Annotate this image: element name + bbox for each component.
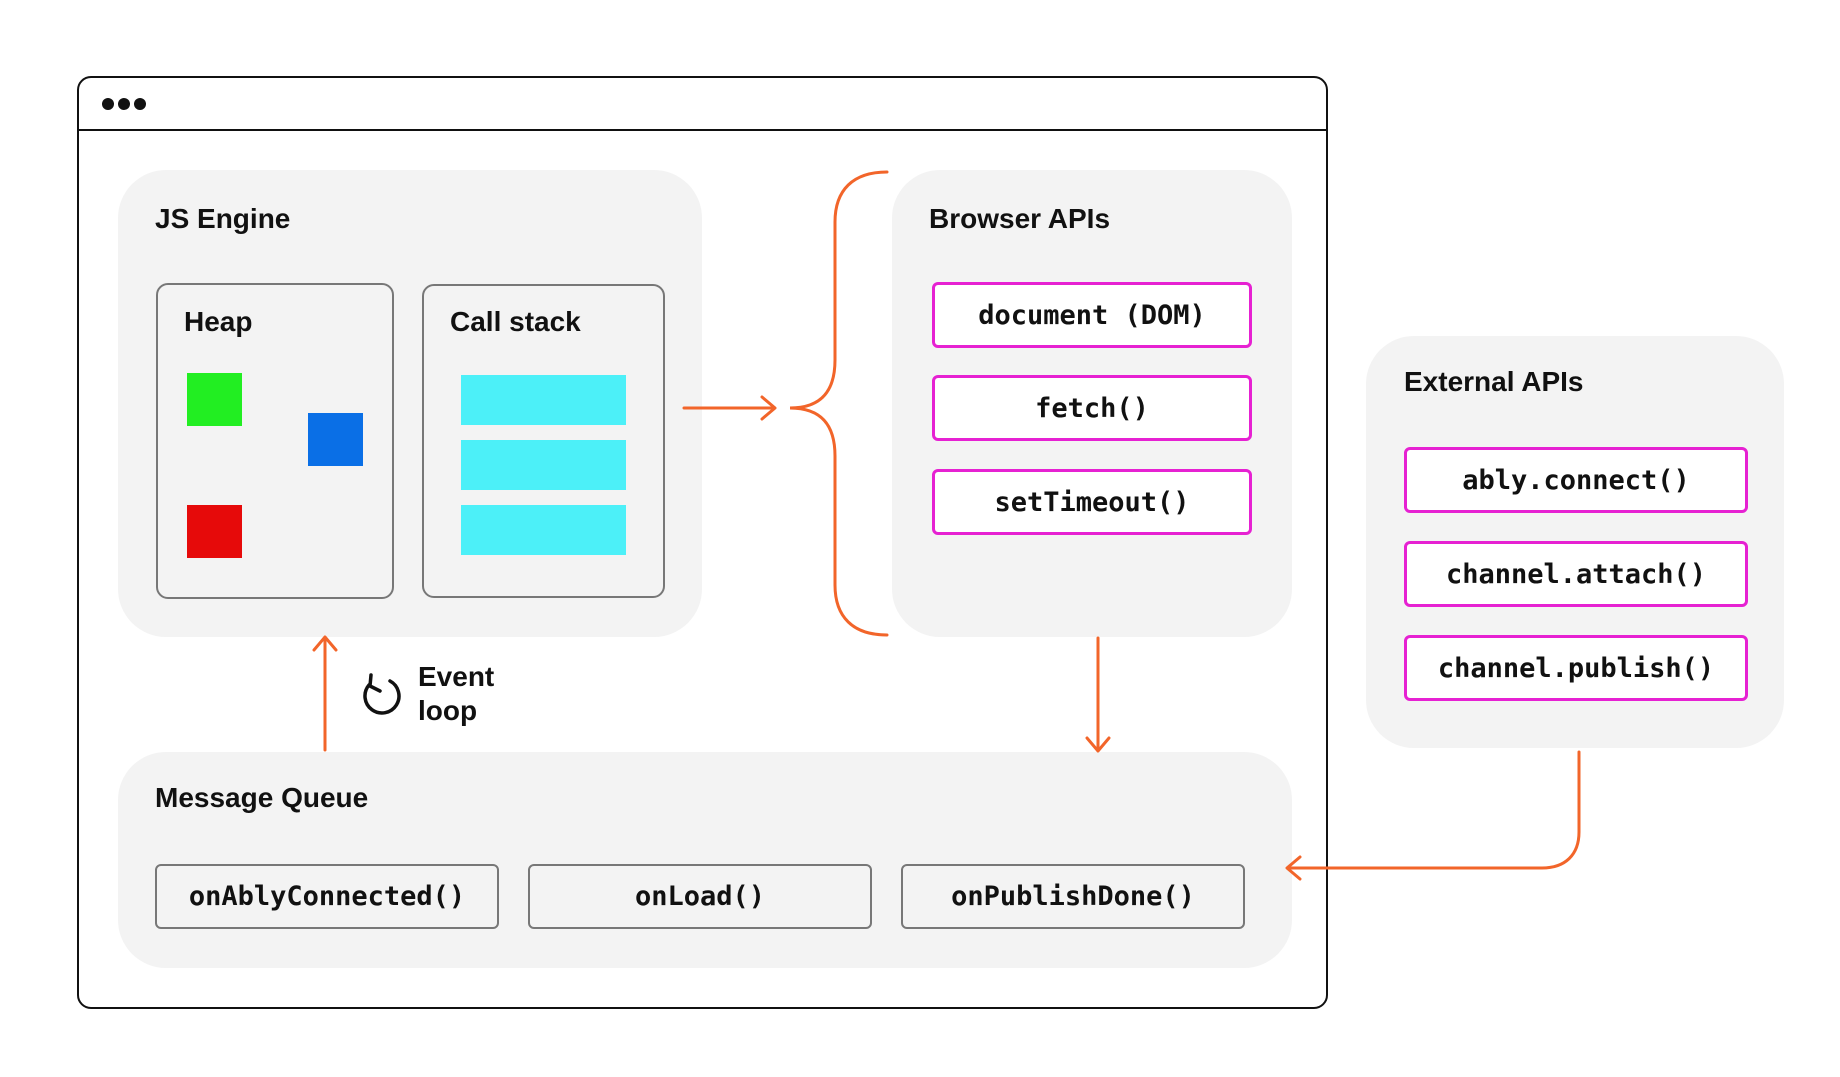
- stack-frame: [461, 375, 626, 425]
- window-dot-icon: [118, 98, 130, 110]
- browser-apis-title: Browser APIs: [929, 203, 1111, 234]
- queue-item-onpublishdone: onPublishDone(): [901, 864, 1245, 929]
- api-item-settimeout: setTimeout(): [932, 469, 1252, 535]
- queue-item-onablyconnected: onAblyConnected(): [155, 864, 499, 929]
- arrow-browser-apis-to-queue: [1085, 636, 1111, 753]
- call-stack-title: Call stack: [450, 306, 581, 337]
- heap-object-red: [187, 505, 242, 558]
- heap-object-green: [187, 373, 242, 426]
- api-item-channel-attach: channel.attach(): [1404, 541, 1748, 607]
- event-loop-label-line2: loop: [418, 695, 478, 726]
- event-loop-label: Event loop: [418, 660, 494, 728]
- arrow-callstack-to-browser-apis: [682, 395, 777, 421]
- external-apis-title: External APIs: [1404, 366, 1584, 397]
- refresh-icon: [363, 673, 401, 715]
- api-item-channel-publish: channel.publish(): [1404, 635, 1748, 701]
- arrow-queue-to-js-engine: [312, 635, 338, 752]
- heap-object-blue: [308, 413, 363, 466]
- api-item-ably-connect: ably.connect(): [1404, 447, 1748, 513]
- heap-title: Heap: [184, 306, 253, 337]
- queue-item-onload: onLoad(): [528, 864, 872, 929]
- message-queue-panel: [118, 752, 1292, 968]
- arrow-external-apis-to-queue: [1285, 750, 1581, 881]
- api-item-fetch: fetch(): [932, 375, 1252, 441]
- event-loop-label-line1: Event: [418, 661, 495, 692]
- window-titlebar: [77, 76, 1328, 131]
- window-dot-icon: [134, 98, 146, 110]
- api-item-document: document (DOM): [932, 282, 1252, 348]
- stack-frame: [461, 505, 626, 555]
- js-engine-title: JS Engine: [155, 203, 291, 234]
- message-queue-title: Message Queue: [155, 782, 369, 813]
- stack-frame: [461, 440, 626, 490]
- window-dot-icon: [102, 98, 114, 110]
- brace-shape: [789, 170, 889, 637]
